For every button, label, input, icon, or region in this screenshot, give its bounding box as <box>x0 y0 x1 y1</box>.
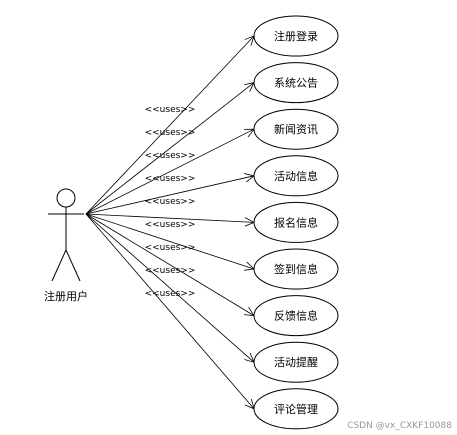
association-line <box>85 128 255 215</box>
use-case: 评论管理 <box>253 388 339 430</box>
use-case: 签到信息 <box>253 248 339 290</box>
uses-label: <<uses>> <box>145 151 196 161</box>
uses-label: <<uses>> <box>145 197 196 207</box>
uses-label: <<uses>> <box>145 220 196 230</box>
use-case-ellipse <box>253 388 339 430</box>
uses-labels: <<uses>> <<uses>> <<uses>> <<uses>> <<uses>>… <box>145 105 196 299</box>
association-line <box>85 213 255 316</box>
use-case: 系统公告 <box>253 62 339 104</box>
association-line <box>85 213 255 363</box>
actor-name: 注册用户 <box>44 289 88 303</box>
uses-label: <<uses>> <box>145 174 196 184</box>
use-case-ellipse <box>253 201 339 243</box>
use-case: 注册登录 <box>253 15 339 57</box>
use-case-label: 注册登录 <box>274 29 318 43</box>
use-case-label: 新闻资讯 <box>274 122 318 136</box>
actor-right-leg <box>65 249 81 282</box>
uses-label: <<uses>> <box>145 128 196 138</box>
actor-head <box>56 188 76 208</box>
use-case-label: 活动提醒 <box>274 356 318 369</box>
uses-label: <<uses>> <box>145 266 196 276</box>
use-case-ellipse <box>253 155 339 197</box>
actor-left-leg <box>51 249 67 282</box>
use-case-label: 评论管理 <box>274 402 318 416</box>
actor: 注册用户 <box>44 188 88 303</box>
use-case: 反馈信息 <box>253 295 339 337</box>
association-line <box>85 82 255 215</box>
uses-label: <<uses>> <box>145 289 196 299</box>
use-case-label: 报名信息 <box>274 215 318 229</box>
use-case-ellipse <box>253 248 339 290</box>
association-line <box>85 213 255 223</box>
watermark: CSDN @vx_CXKF10088 <box>347 421 452 431</box>
association-lines <box>85 35 255 410</box>
use-case-ellipse <box>253 341 339 383</box>
use-case-ellipse <box>253 295 339 337</box>
use-case: 报名信息 <box>253 201 339 243</box>
use-case-ellipse <box>253 108 339 150</box>
use-case: 活动信息 <box>253 155 339 197</box>
uses-label: <<uses>> <box>145 243 196 253</box>
association-line <box>85 35 255 215</box>
use-case-label: 反馈信息 <box>274 309 318 323</box>
use-case-ellipse <box>253 62 339 104</box>
use-case: 新闻资讯 <box>253 108 339 150</box>
association-line <box>85 213 255 410</box>
use-case: 活动提醒 <box>253 341 339 383</box>
use-case-ellipse <box>253 15 339 57</box>
association-line <box>85 175 255 215</box>
association-line <box>85 213 255 270</box>
uses-label: <<uses>> <box>145 105 196 115</box>
use-case-label: 活动信息 <box>274 169 318 183</box>
use-case-label: 系统公告 <box>274 77 318 90</box>
use-case-label: 签到信息 <box>274 262 318 276</box>
